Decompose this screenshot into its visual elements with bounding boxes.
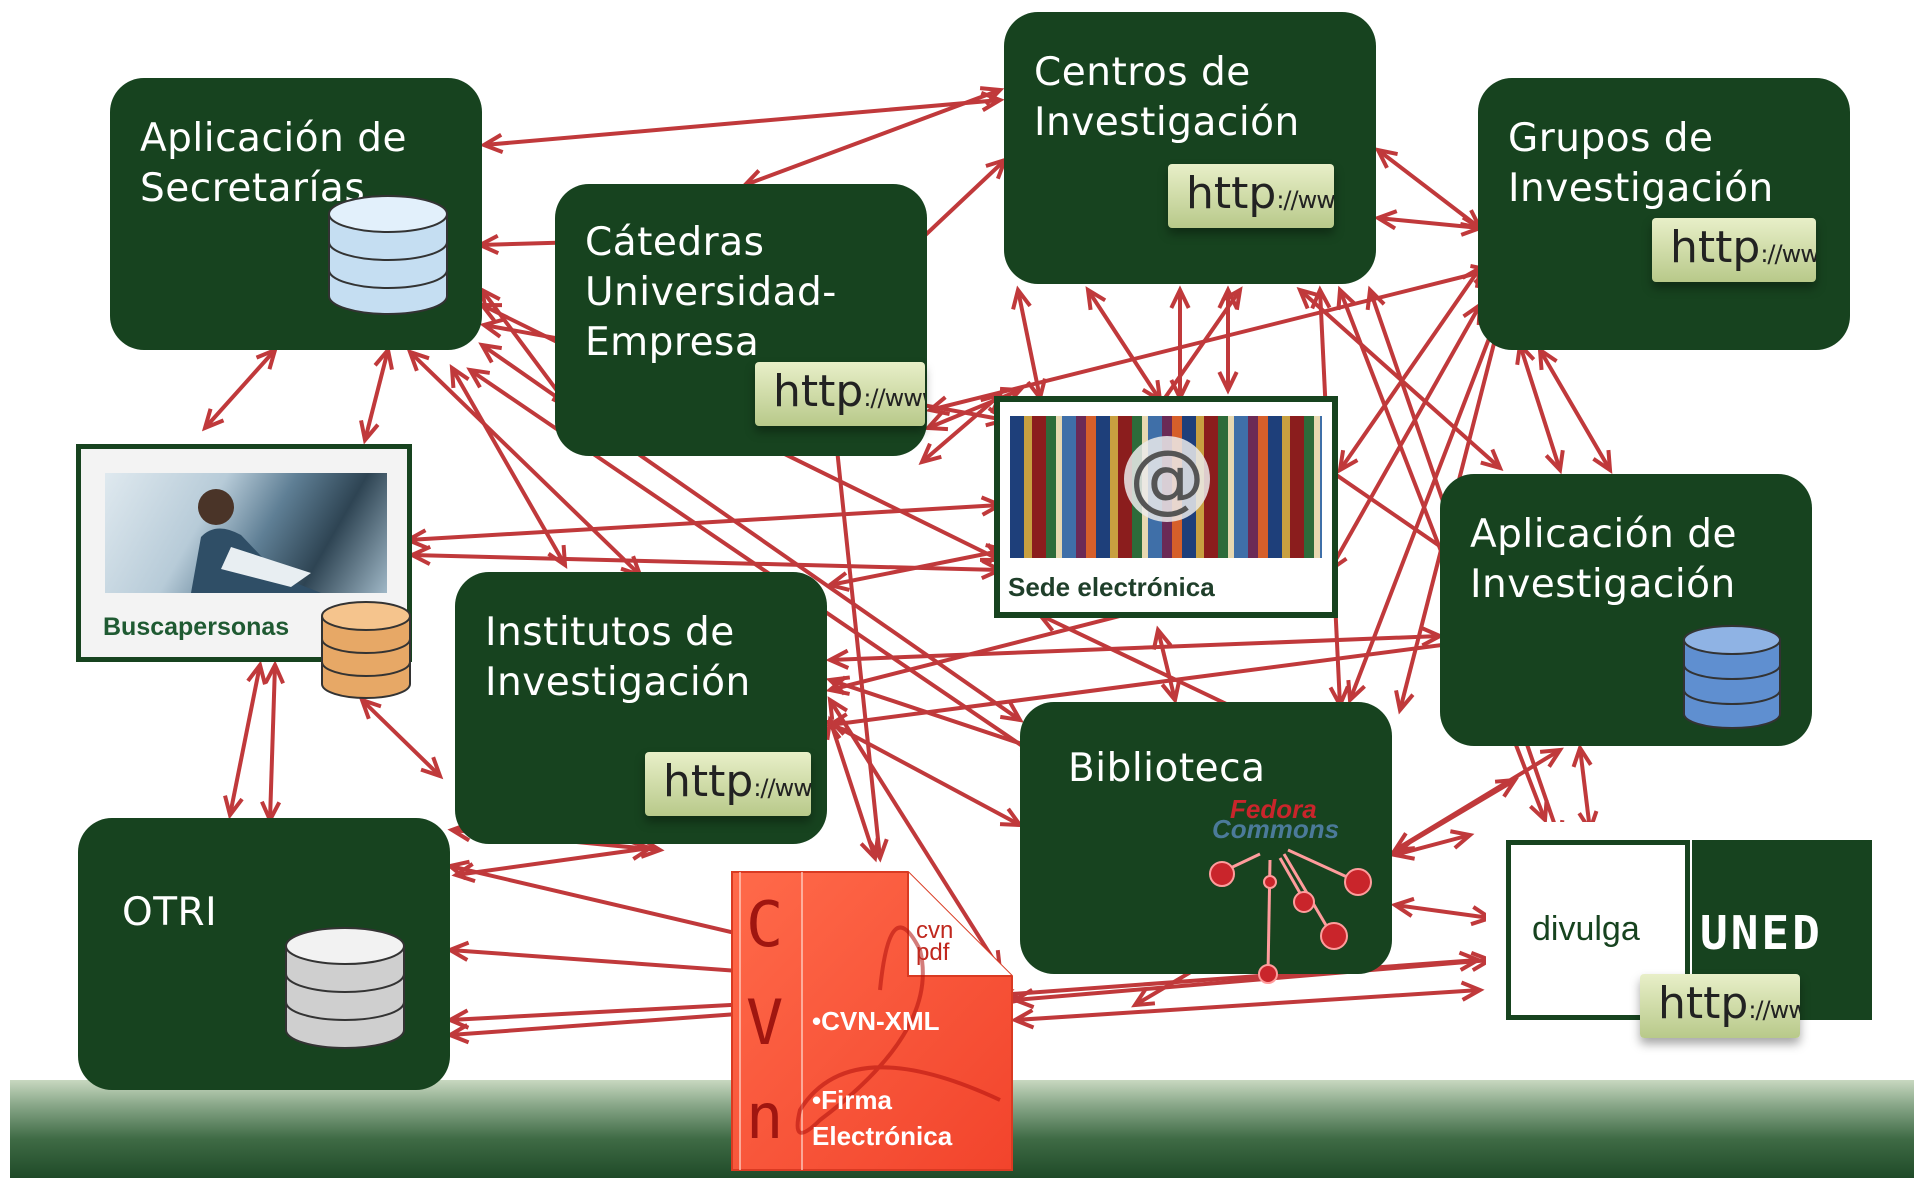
fedora-network-icon	[1209, 848, 1372, 984]
connection-arrow	[479, 91, 1005, 154]
cvn-item-xml: •CVN-XML	[812, 1006, 940, 1036]
person-silhouette-icon	[191, 489, 321, 593]
node-label: Grupos de Investigación	[1508, 116, 1774, 211]
http-text: http://www	[663, 756, 811, 807]
http-badge: http://www	[1168, 164, 1334, 228]
connection-arrow	[1390, 896, 1495, 927]
connection-arrow	[403, 495, 1005, 550]
node-aplicacion-investigacion[interactable]: Aplicación de Investigación	[1440, 474, 1812, 746]
at-sign-icon: @	[1124, 436, 1210, 522]
connection-arrow	[1337, 264, 1483, 474]
divulga-text: divulga	[1532, 910, 1640, 948]
uned-text: UNED	[1700, 906, 1823, 960]
connection-arrow	[740, 86, 1005, 189]
node-label: Institutos de Investigación	[485, 610, 751, 705]
connection-arrow	[825, 715, 880, 863]
node-centros[interactable]: Centros de Investigación http://www	[1004, 12, 1376, 284]
connection-arrow	[1537, 346, 1613, 474]
cvn-letter-c: C	[746, 888, 784, 961]
buscapersonas-label: Buscapersonas	[103, 613, 290, 641]
node-cvn[interactable]: C V n cvn pdf •CVN-XML •Firma Electrónic…	[730, 870, 1014, 1172]
divulga-box	[1506, 840, 1690, 1020]
connection-arrow	[1010, 980, 1485, 1030]
connection-arrow	[826, 425, 889, 863]
connection-arrow	[1151, 625, 1182, 705]
http-text: http://www	[773, 366, 925, 417]
node-institutos[interactable]: Institutos de Investigación http://www	[455, 572, 827, 844]
node-label: Aplicación de Secretarías	[140, 116, 407, 211]
connection-arrow	[223, 660, 267, 820]
connection-arrow	[1374, 147, 1484, 231]
node-buscapersonas[interactable]: Buscapersonas	[76, 444, 412, 662]
node-otri[interactable]: OTRI	[78, 818, 450, 1090]
http-text: http://www	[1670, 222, 1816, 273]
http-text: http://www	[1186, 168, 1334, 219]
node-aplicacion-secretarias[interactable]: Aplicación de Secretarías	[110, 78, 482, 350]
http-badge: http://www	[755, 362, 925, 426]
cvn-letter-v: V	[746, 986, 784, 1059]
node-divulga-uned[interactable]: divulga UNED http://www	[1486, 822, 1884, 1038]
fedora-logo-line1: Fedora	[1230, 794, 1317, 824]
database-icon	[285, 927, 405, 1049]
node-biblioteca[interactable]: Biblioteca Fedora Commons	[1020, 702, 1392, 984]
connection-arrow	[359, 345, 394, 445]
cvn-corner-label: cvn pdf	[916, 917, 954, 966]
sede-label: Sede electrónica	[1008, 572, 1215, 602]
database-icon	[321, 601, 411, 699]
node-label: Aplicación de Investigación	[1470, 512, 1737, 607]
http-text: http://www	[1658, 978, 1800, 1029]
node-label: Biblioteca	[1068, 746, 1266, 791]
cvn-item-firma: •Firma Electrónica	[812, 1085, 953, 1151]
cvn-document-icon	[731, 871, 1013, 1171]
connection-arrow	[1571, 743, 1599, 835]
node-label: Cátedras Universidad- Empresa	[585, 220, 837, 365]
node-grupos[interactable]: Grupos de Investigación http://www	[1478, 78, 1850, 350]
connection-arrow	[1085, 286, 1163, 404]
http-badge: http://www	[1640, 974, 1800, 1038]
node-sede-electronica[interactable]: @ Sede electrónica	[994, 396, 1338, 618]
connection-arrow	[201, 346, 279, 432]
http-badge: http://www	[1652, 218, 1816, 282]
connection-arrow	[260, 660, 285, 825]
node-catedras[interactable]: Cátedras Universidad- Empresa http://www	[555, 184, 927, 456]
database-icon	[328, 195, 448, 315]
fedora-logo-line2: Commons	[1212, 814, 1340, 844]
node-label: Centros de Investigación	[1034, 50, 1300, 145]
connection-arrow	[358, 696, 444, 780]
node-label: OTRI	[122, 890, 218, 935]
connection-arrow	[823, 719, 1025, 828]
http-badge: http://www	[645, 752, 811, 816]
cvn-letter-n: n	[746, 1080, 784, 1153]
database-icon	[1683, 625, 1781, 729]
